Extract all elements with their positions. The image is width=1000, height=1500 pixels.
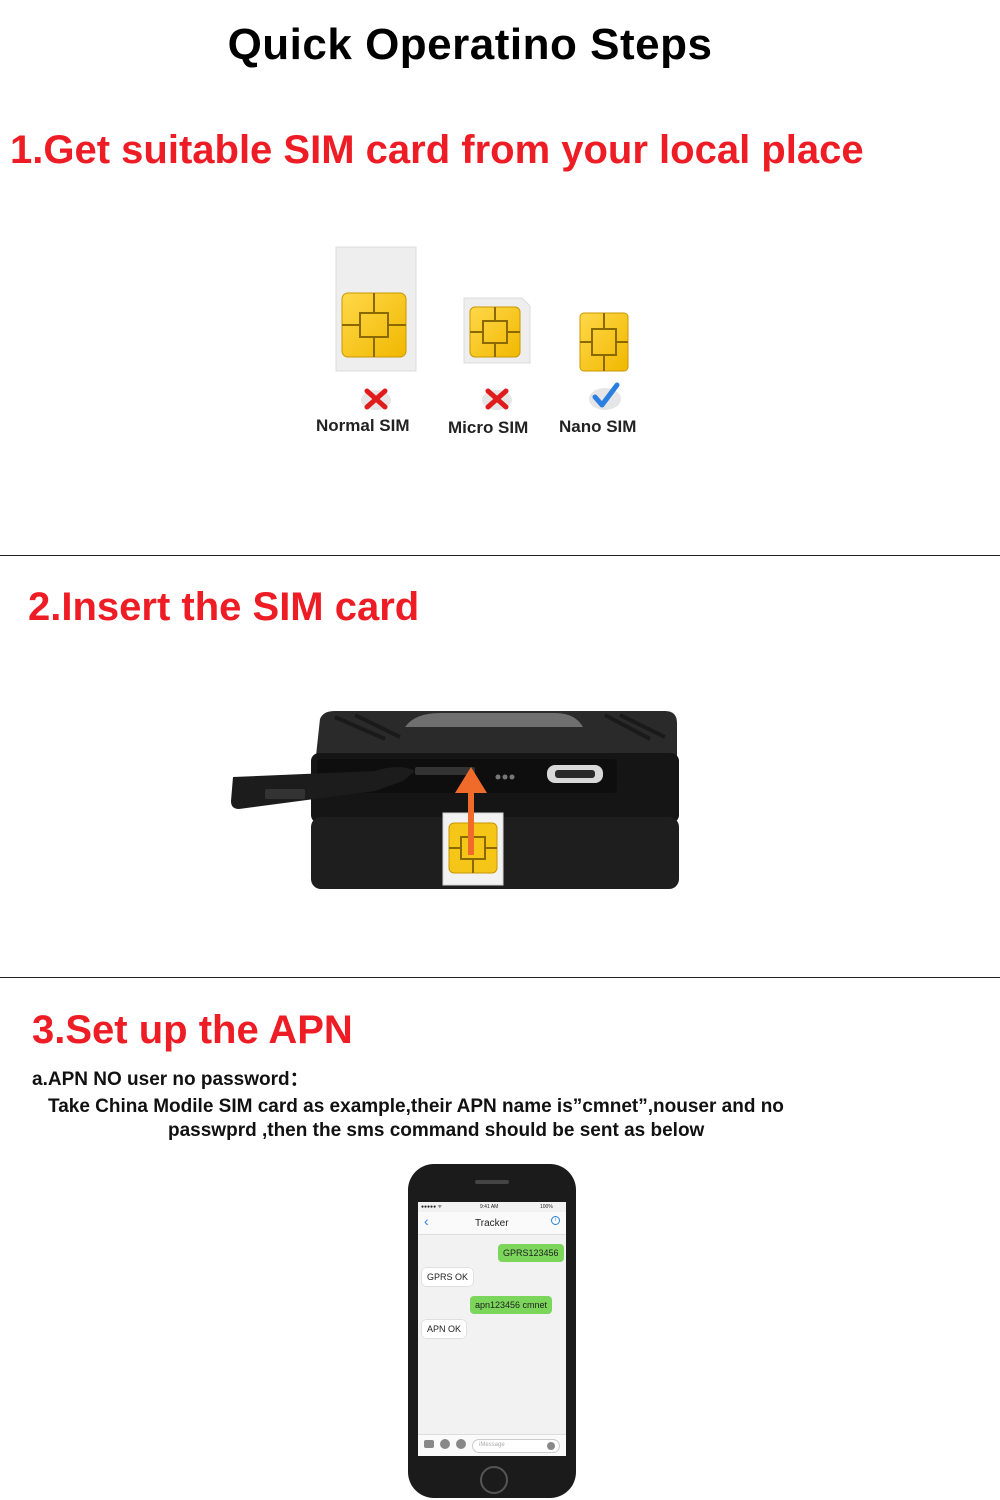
page-title: Quick Operatino Steps [227,20,713,69]
message-input-placeholder: iMessage [479,1442,505,1448]
section-divider [0,977,1000,978]
step1-title: 1.Get suitable SIM card from your local … [10,128,864,172]
message-bubble-incoming: GPRS OK [422,1268,474,1286]
micro-sim-card [463,297,531,364]
nano-sim-card [579,312,629,372]
battery-level: 100% [540,1204,553,1210]
message-bubble-outgoing: GPRS123456 [498,1244,564,1262]
check-icon [589,382,621,410]
gps-tracker-device [225,705,685,895]
section-divider [0,555,1000,556]
message-bubble-incoming: APN OK [422,1320,467,1338]
sim-size-illustration [300,235,670,450]
apn-subtitle: a.APN NO user no password： [32,1069,309,1090]
step3-title: 3.Set up the APN [32,1008,353,1052]
apn-description-line1: Take China Modile SIM card as example,th… [48,1096,784,1117]
status-time: 9:41 AM [480,1204,499,1210]
cross-icon [361,388,391,410]
app-store-icon[interactable] [456,1439,466,1449]
status-bar: ●●●●● ᯤ 9:41 AM 100% [418,1202,566,1212]
sim-label-micro: Micro SIM [448,418,529,437]
info-icon[interactable]: i [551,1216,560,1225]
phone-speaker [475,1180,509,1184]
message-input[interactable]: iMessage [472,1439,560,1453]
tracker-insert-graphic [231,711,679,889]
cross-icon [482,388,512,410]
step2-title: 2.Insert the SIM card [28,585,420,629]
message-input-bar: iMessage [418,1434,566,1456]
sim-cards-graphic [335,246,629,410]
chat-header: ‹ Tracker i [418,1212,566,1235]
message-bubble-outgoing: apn123456 cmnet [470,1296,553,1314]
digital-touch-icon[interactable] [440,1439,450,1449]
apn-description-line2: passwprd ,then the sms command should be… [168,1120,705,1141]
sim-label-normal: Normal SIM [316,416,410,435]
back-chevron-icon[interactable]: ‹ [424,1213,429,1229]
normal-sim-card [335,246,417,372]
camera-icon[interactable] [424,1440,434,1448]
smartphone: ●●●●● ᯤ 9:41 AM 100% ‹ Tracker i GPRS123… [408,1164,576,1498]
home-button[interactable] [480,1466,508,1494]
microphone-icon[interactable] [547,1442,555,1450]
phone-screen: ●●●●● ᯤ 9:41 AM 100% ‹ Tracker i GPRS123… [418,1202,566,1456]
contact-name: Tracker [475,1218,509,1229]
sim-label-nano: Nano SIM [559,417,637,436]
signal-icon: ●●●●● ᯤ [421,1204,443,1210]
